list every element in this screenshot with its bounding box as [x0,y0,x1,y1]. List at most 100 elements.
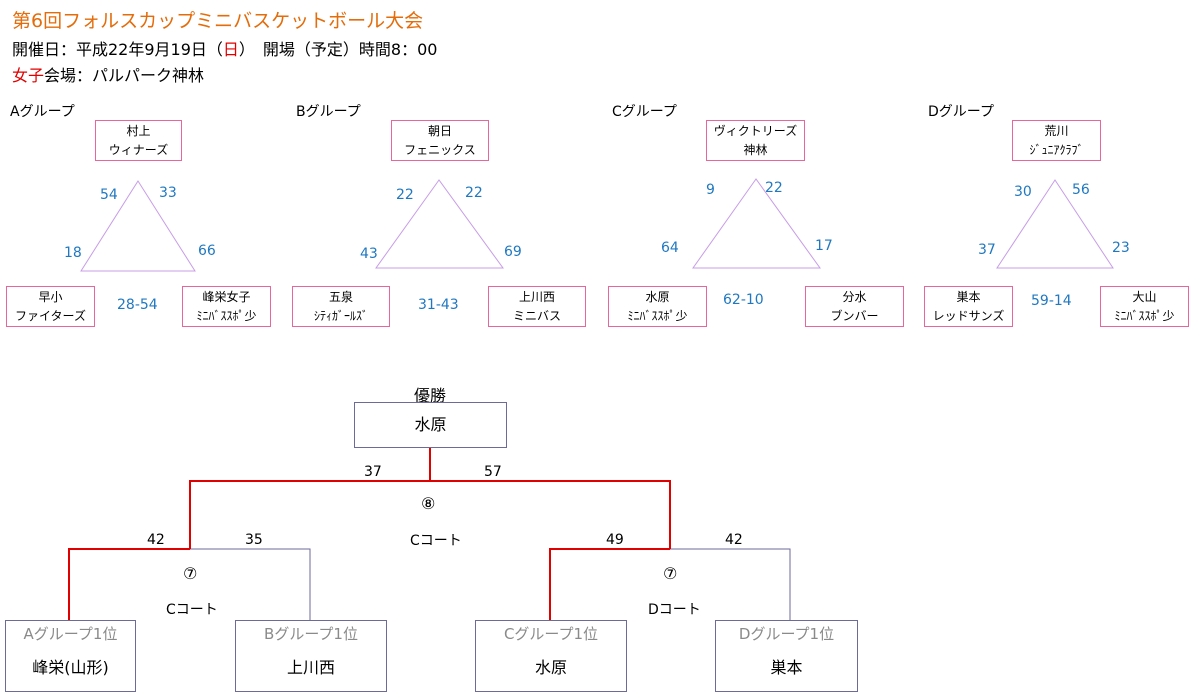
group-team-right: 分水 ブンバー [805,286,904,327]
team-name: 荒川 [1044,123,1069,138]
team-name: 上川西 [518,289,555,304]
team-subname: ウィナーズ [108,142,169,157]
score-bottom: 31-43 [418,297,459,313]
slot-team: 上川西 [286,658,335,677]
bracket-slot-c: Cグループ1位 水原 [475,620,627,692]
semi-right-score-left: 49 [606,532,624,548]
semi-left-game-number: ⑦ [183,564,198,583]
semi-left-court: Cコート [166,602,218,618]
date-day: 日 [222,40,239,59]
group-team-right: 大山 ﾐﾆﾊﾞｽｽﾎﾟ少 [1100,286,1189,327]
score-top-left: 22 [396,187,414,203]
score-top-right: 56 [1072,182,1090,198]
score-bottom: 59-14 [1031,293,1072,309]
score-bottom: 28-54 [117,297,158,313]
group-label: Bグループ [296,104,361,120]
score-top-left: 9 [706,182,715,198]
slot-team: 峰栄(山形) [32,658,109,677]
final-score-right: 57 [484,464,502,480]
group-team-right: 上川西 ミニバス [488,286,586,327]
slot-seed: Bグループ1位 [264,625,358,643]
slot-seed: Aグループ1位 [23,625,118,643]
team-name: 水原 [645,289,670,304]
venue-women: 女子 [12,66,45,85]
team-name: ヴィクトリーズ [713,123,798,138]
semi-right-score-right: 42 [725,532,743,548]
group-team-top: 村上 ウィナーズ [95,120,182,161]
team-name: 峰栄女子 [202,289,251,304]
score-top-right: 33 [159,185,177,201]
team-subname: レッドサンズ [932,308,1005,323]
slot-seed: Dグループ1位 [738,625,835,643]
team-subname: ブンバー [830,308,879,323]
champion-label: 優勝 [414,386,447,405]
slot-team: 巣本 [770,658,803,677]
score-left: 64 [661,240,679,256]
final-game-number: ⑧ [421,494,436,513]
champion-team: 水原 [414,415,447,434]
group-label: Cグループ [612,104,677,120]
score-top-right: 22 [465,185,483,201]
group-team-top: 荒川 ｼﾞｭﾆｱｸﾗﾌﾞ [1012,120,1101,161]
semi-left-score-left: 42 [147,532,165,548]
team-subname: 神林 [743,142,768,157]
date-suffix: ） 開場（予定）時間8：00 [238,40,438,59]
score-top-left: 54 [100,187,118,203]
champion-box: 水原 [354,402,507,448]
team-subname: ﾐﾆﾊﾞｽｽﾎﾟ少 [196,308,257,323]
score-right: 17 [815,238,833,254]
team-subname: ﾐﾆﾊﾞｽｽﾎﾟ少 [1114,308,1175,323]
group-team-left: 水原 ﾐﾆﾊﾞｽｽﾎﾟ少 [608,286,707,327]
score-left: 18 [64,245,82,261]
event-date-line: 開催日：平成22年9月19日（日） 開場（予定）時間8：00 [12,36,437,60]
semi-right-court: Dコート [648,602,701,618]
page-title: 第6回フォルスカップミニバスケットボール大会 [12,10,424,32]
bracket-slot-d: Dグループ1位 巣本 [715,620,858,692]
score-bottom: 62-10 [723,292,764,308]
group-team-left: 早小 ファイターズ [6,286,95,327]
team-name: 分水 [842,289,867,304]
bracket-slot-b: Bグループ1位 上川西 [235,620,387,692]
group-label: Aグループ [10,104,75,120]
venue-rest: 会場：パルパーク神林 [44,66,205,85]
team-name: 朝日 [427,123,452,138]
team-subname: ファイターズ [15,308,86,323]
score-right: 23 [1112,240,1130,256]
slot-seed: Cグループ1位 [503,625,599,643]
group-team-left: 五泉 ｼﾃｨｶﾞｰﾙｽﾞ [292,286,390,327]
team-subname: ミニバス [512,308,561,323]
score-top-right: 22 [765,180,783,196]
final-court: Cコート [410,533,462,549]
team-subname: ﾐﾆﾊﾞｽｽﾎﾟ少 [627,308,688,323]
group-team-left: 巣本 レッドサンズ [924,286,1013,327]
team-subname: ｼﾞｭﾆｱｸﾗﾌﾞ [1029,142,1084,157]
score-right: 69 [504,244,522,260]
team-subname: ｼﾃｨｶﾞｰﾙｽﾞ [313,308,368,323]
group-team-top: ヴィクトリーズ 神林 [706,120,805,161]
bracket-slot-a: Aグループ1位 峰栄(山形) [5,620,136,692]
semi-left-score-right: 35 [245,532,263,548]
team-subname: フェニックス [404,142,476,157]
date-prefix: 開催日：平成22年9月19日（ [12,40,223,59]
score-left: 37 [978,242,996,258]
final-score-left: 37 [364,464,382,480]
semi-right-game-number: ⑦ [663,564,678,583]
score-right: 66 [198,243,216,259]
score-top-left: 30 [1014,184,1032,200]
team-name: 大山 [1132,289,1157,304]
team-name: 村上 [126,123,151,138]
group-team-top: 朝日 フェニックス [391,120,489,161]
group-label: Dグループ [928,104,994,120]
venue-line: 女子会場：パルパーク神林 [12,62,204,86]
team-name: 早小 [38,289,63,304]
score-left: 43 [360,246,378,262]
slot-team: 水原 [534,658,567,677]
team-name: 巣本 [956,289,981,304]
team-name: 五泉 [328,289,353,304]
group-team-right: 峰栄女子 ﾐﾆﾊﾞｽｽﾎﾟ少 [182,286,271,327]
